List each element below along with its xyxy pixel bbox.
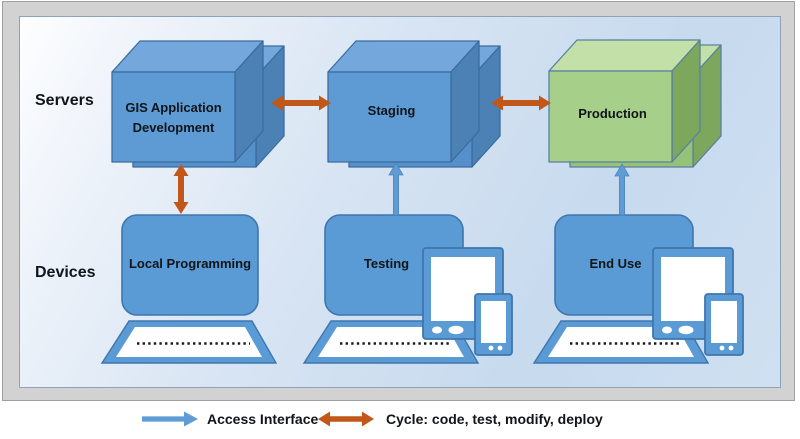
cycle-arrow-staging-production: [491, 95, 551, 111]
phone-icon: [474, 293, 513, 356]
phone-button: [488, 345, 494, 351]
server-cube-staging: [327, 40, 501, 168]
device-label-local-programming: Local Programming: [128, 256, 252, 271]
server-cube-production: [548, 39, 722, 168]
device-local-programming: [100, 214, 278, 364]
legend-access-arrow-icon: [142, 411, 198, 427]
legend-cycle-label: Cycle: code, test, modify, deploy: [386, 411, 603, 427]
cube-front-face: [111, 71, 236, 163]
device-label-testing: Testing: [363, 256, 410, 271]
tablet-button: [678, 325, 694, 335]
access-arrow-testing-staging: [388, 162, 404, 216]
server-label-gis: GIS Application Development: [125, 100, 222, 135]
devices-row-label: Devices: [35, 264, 96, 281]
tablet-button: [662, 326, 672, 334]
phone-button: [497, 345, 503, 351]
server-cube-gis: [111, 40, 285, 168]
server-label-production: Production: [578, 106, 647, 121]
keyboard-surface: [116, 327, 262, 357]
legend-cycle-arrow-icon: [318, 411, 374, 427]
phone-icon: [704, 293, 744, 356]
device-end-use: [532, 214, 744, 364]
server-label-staging: Staging: [367, 103, 416, 118]
device-testing: [302, 214, 513, 364]
tablet-button: [448, 325, 464, 335]
device-label-end-use: End Use: [589, 256, 642, 271]
phone-screen: [481, 301, 506, 343]
tablet-button: [432, 326, 442, 334]
cube-front-face: [548, 70, 673, 163]
servers-row-label: Servers: [35, 92, 94, 109]
cycle-arrow-gis-staging: [271, 95, 331, 111]
legend-access-label: Access Interface: [207, 411, 319, 427]
cycle-arrow-gis-local: [173, 164, 189, 214]
cube-front-face: [327, 71, 452, 163]
phone-button: [719, 345, 725, 351]
phone-button: [728, 345, 734, 351]
monitor-icon: [121, 214, 259, 316]
access-arrow-enduse-production: [614, 163, 630, 216]
phone-screen: [711, 301, 737, 343]
